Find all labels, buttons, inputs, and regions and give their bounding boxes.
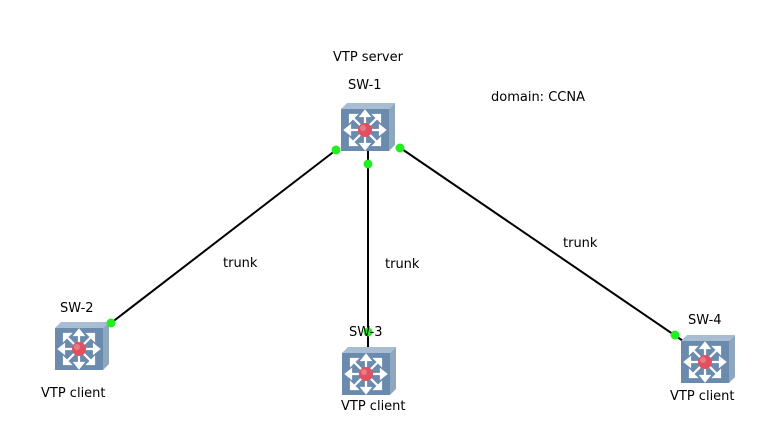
domain-label: domain: CCNA bbox=[491, 90, 585, 105]
node-role-sw2: VTP client bbox=[41, 386, 106, 401]
port-status-sw1-to-sw3 bbox=[363, 159, 373, 169]
switch-sw3-icon[interactable] bbox=[340, 345, 398, 397]
link-label-sw1-sw3: trunk bbox=[385, 257, 420, 272]
node-name-sw2: SW-2 bbox=[60, 301, 94, 316]
link-label-sw1-sw4: trunk bbox=[563, 236, 598, 251]
node-name-sw3: SW-3 bbox=[349, 325, 383, 340]
port-status-sw2 bbox=[106, 318, 116, 328]
node-name-sw4: SW-4 bbox=[688, 313, 722, 328]
port-status-sw1-to-sw2 bbox=[331, 145, 341, 155]
switch-sw1-icon[interactable] bbox=[339, 101, 397, 153]
node-name-sw1: SW-1 bbox=[348, 78, 382, 93]
port-status-sw3 bbox=[363, 327, 373, 337]
port-status-sw4 bbox=[670, 330, 680, 340]
link-sw1-sw4[interactable] bbox=[398, 146, 687, 344]
switch-sw2-icon[interactable] bbox=[53, 320, 111, 372]
port-status-sw1-to-sw4 bbox=[395, 143, 405, 153]
node-role-sw4: VTP client bbox=[670, 389, 735, 404]
link-label-sw1-sw2: trunk bbox=[223, 256, 258, 271]
switch-sw4-icon[interactable] bbox=[679, 333, 737, 385]
node-role-sw3: VTP client bbox=[341, 399, 406, 414]
link-sw1-sw2[interactable] bbox=[110, 149, 337, 324]
vtp-server-title: VTP server bbox=[333, 50, 403, 65]
